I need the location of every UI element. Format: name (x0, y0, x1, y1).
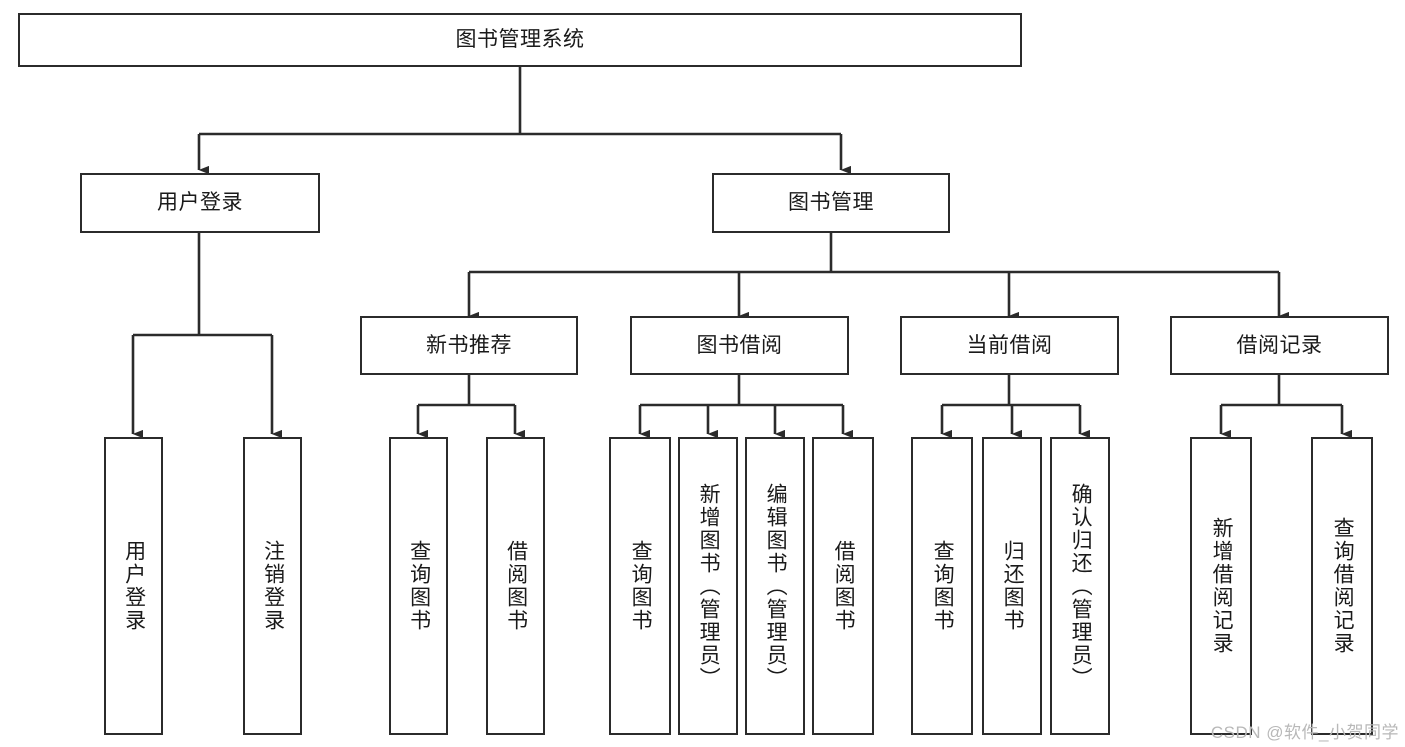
leaf-query-book-1[interactable]: 查询图书 (389, 437, 448, 735)
node-root-label: 图书管理系统 (455, 28, 585, 52)
node-borrow-record-label: 借阅记录 (1236, 333, 1323, 357)
leaf-query-record-label: 查询借阅记录 (1331, 517, 1355, 655)
edge-user-login-to-leaves (131, 233, 283, 439)
leaf-query-book-2-label: 查询图书 (629, 540, 653, 632)
leaf-user-login[interactable]: 用户登录 (104, 437, 163, 735)
node-new-book-recommend-label: 新书推荐 (426, 333, 512, 357)
leaf-borrow-book-1[interactable]: 借阅图书 (486, 437, 545, 735)
leaf-logout-login-label: 注销登录 (261, 540, 285, 632)
leaf-logout-login[interactable]: 注销登录 (243, 437, 302, 735)
leaf-borrow-book-1-label: 借阅图书 (504, 540, 528, 632)
node-book-borrow[interactable]: 图书借阅 (630, 316, 849, 375)
node-user-login-label: 用户登录 (157, 191, 243, 215)
node-root[interactable]: 图书管理系统 (18, 13, 1022, 67)
edge-book-borrow-to-leaves (638, 375, 854, 439)
leaf-query-book-3[interactable]: 查询图书 (911, 437, 973, 735)
leaf-borrow-book-2-label: 借阅图书 (832, 540, 856, 632)
leaf-user-login-label: 用户登录 (122, 540, 146, 632)
node-book-management-label: 图书管理 (788, 191, 874, 215)
node-book-borrow-label: 图书借阅 (696, 333, 783, 357)
leaf-return-book[interactable]: 归还图书 (982, 437, 1042, 735)
leaf-add-record-label: 新增借阅记录 (1210, 517, 1234, 655)
node-current-borrow[interactable]: 当前借阅 (900, 316, 1119, 375)
csdn-watermark: CSDN @软件_小贺同学 (1210, 723, 1399, 742)
node-user-login[interactable]: 用户登录 (80, 173, 320, 233)
leaf-return-book-label: 归还图书 (1001, 540, 1025, 632)
edge-book-management-to-level3 (467, 233, 1290, 321)
node-current-borrow-label: 当前借阅 (966, 333, 1053, 357)
leaf-add-record[interactable]: 新增借阅记录 (1190, 437, 1252, 735)
leaf-confirm-return[interactable]: 确认归还（管理员） (1050, 437, 1110, 735)
edge-current-borrow-to-leaves (940, 375, 1091, 439)
leaf-query-book-1-label: 查询图书 (407, 540, 431, 632)
leaf-edit-book[interactable]: 编辑图书（管理员） (745, 437, 805, 735)
node-book-management[interactable]: 图书管理 (712, 173, 950, 233)
node-new-book-recommend[interactable]: 新书推荐 (360, 316, 578, 375)
leaf-query-record[interactable]: 查询借阅记录 (1311, 437, 1373, 735)
leaf-confirm-return-label: 确认归还（管理员） (1069, 482, 1093, 690)
leaf-query-book-3-label: 查询图书 (931, 540, 955, 632)
node-borrow-record[interactable]: 借阅记录 (1170, 316, 1389, 375)
edge-root-to-level2 (197, 67, 852, 175)
leaf-edit-book-label: 编辑图书（管理员） (764, 482, 788, 690)
leaf-query-book-2[interactable]: 查询图书 (609, 437, 671, 735)
edge-new-book-recommend-to-leaves (416, 375, 526, 439)
leaf-borrow-book-2[interactable]: 借阅图书 (812, 437, 874, 735)
leaf-add-book-label: 新增图书（管理员） (697, 482, 721, 690)
edge-borrow-record-to-leaves (1219, 375, 1353, 439)
leaf-add-book[interactable]: 新增图书（管理员） (678, 437, 738, 735)
